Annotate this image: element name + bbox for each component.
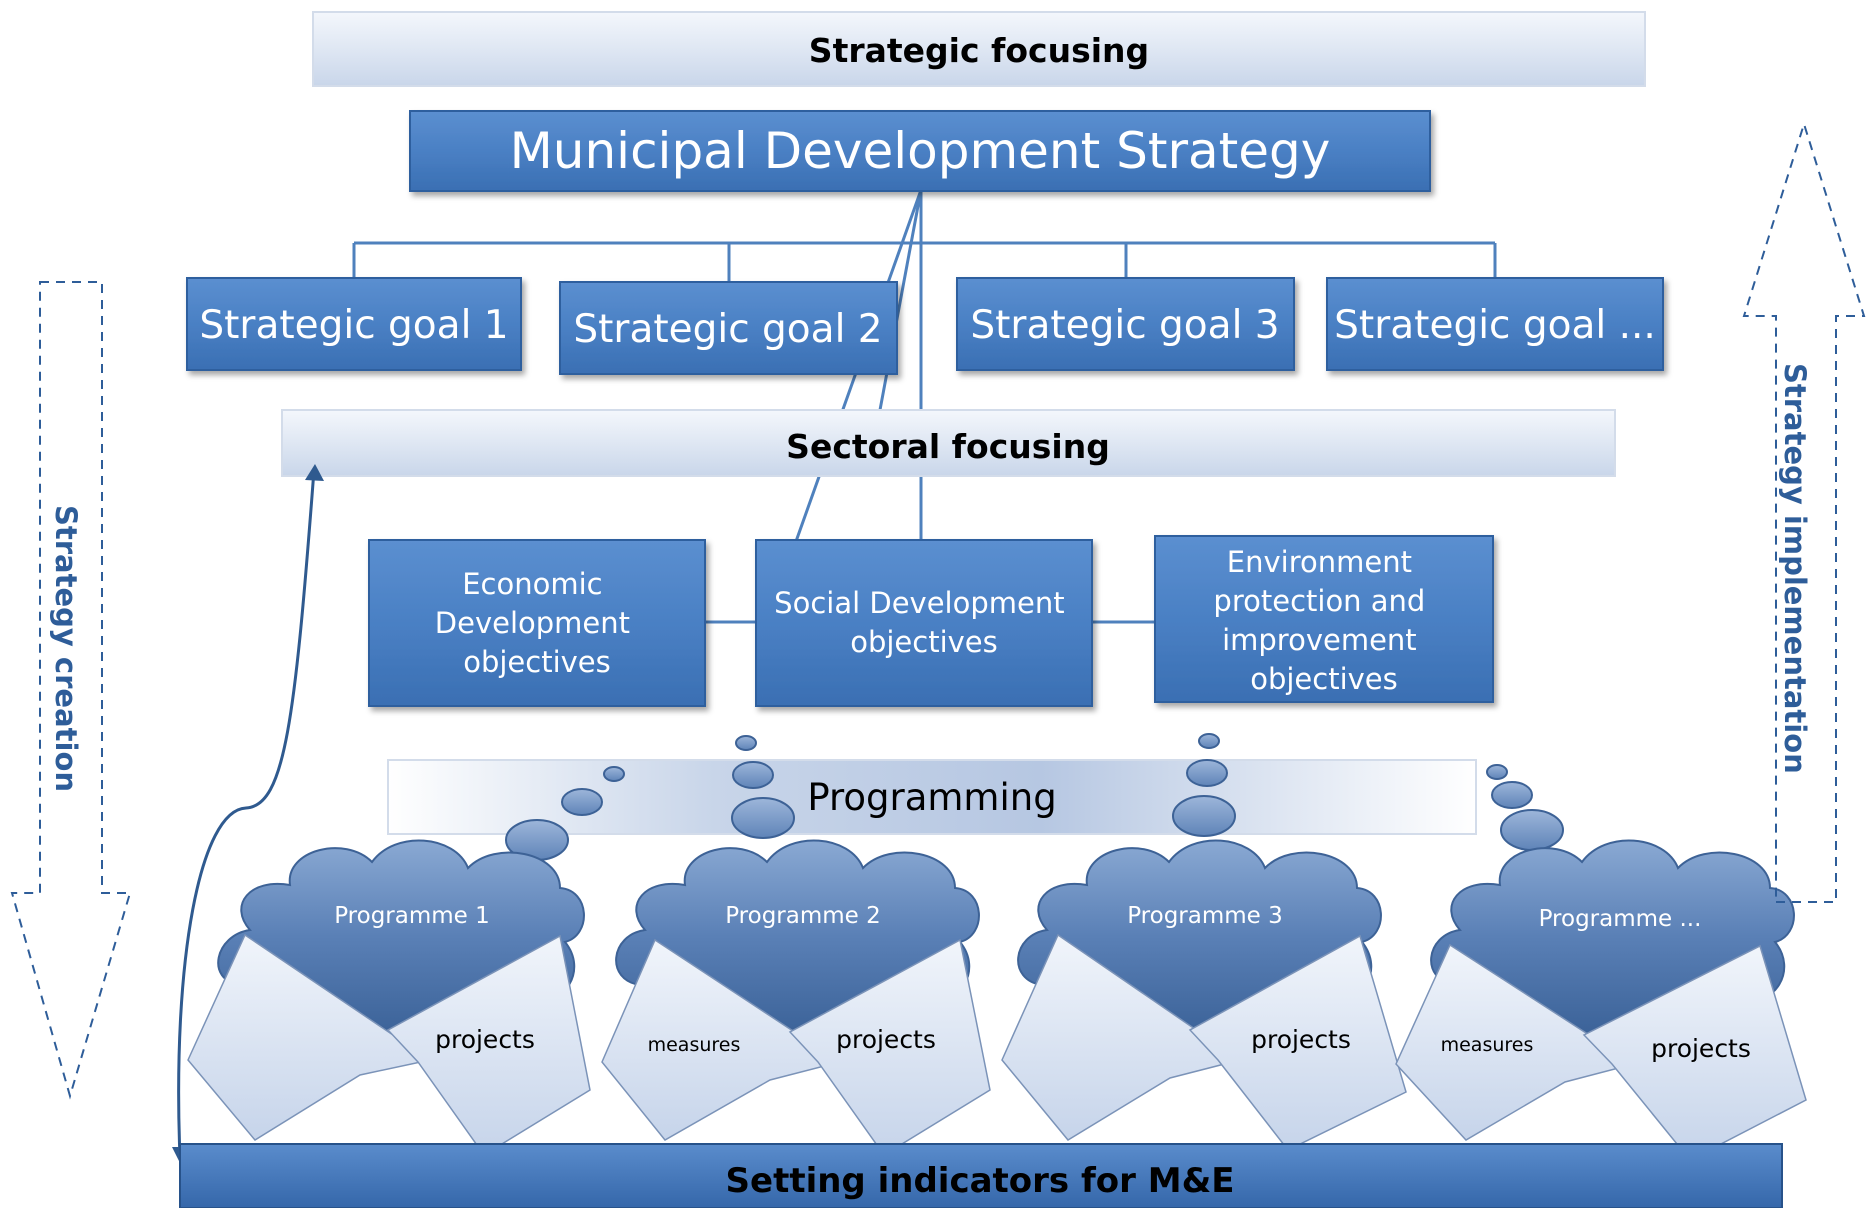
programme-group-3: Programme 3 projects (1001, 839, 1407, 1151)
measures-label-2: measures (648, 1034, 741, 1056)
goal-label-3: Strategic goal 3 (970, 303, 1279, 348)
goal-label-1: Strategic goal 1 (199, 303, 508, 348)
programme-label-4: Programme ... (1539, 906, 1702, 932)
programme-label-2: Programme 2 (725, 903, 881, 929)
objective-label-economic: Economic Development objectives (435, 567, 639, 679)
measures-callout-2 (601, 938, 842, 1141)
goal-box-1 (186, 277, 522, 371)
measures-callout-3 (1001, 933, 1242, 1141)
strategy-implementation-arrow (1742, 120, 1866, 903)
goal-box-4 (1326, 277, 1664, 371)
strategic-focusing-label: Strategic focusing (809, 31, 1149, 70)
objective-box-economic (368, 539, 706, 707)
sector-objectives: Economic Development objectives Social D… (368, 535, 1494, 707)
municipal-strategy-box (409, 110, 1431, 192)
sectoral-focusing-label: Sectoral focusing (786, 427, 1110, 466)
strategy-creation-label: Strategy creation (49, 505, 83, 792)
projects-label-1: projects (435, 1025, 535, 1054)
objective-box-environment (1154, 535, 1494, 703)
programme-group-1: Programme 1 projects (187, 839, 591, 1157)
programme-label-1: Programme 1 (334, 903, 490, 929)
goal-label-2: Strategic goal 2 (573, 307, 882, 352)
objective-label-social: Social Development objectives (774, 586, 1074, 659)
strategic-goals: Strategic goal 1 Strategic goal 2 Strate… (186, 277, 1664, 375)
goal-label-4: Strategic goal ... (1334, 303, 1656, 348)
projects-label-3: projects (1251, 1025, 1351, 1054)
programming-label: Programming (807, 776, 1056, 819)
projects-callout-3 (1188, 934, 1407, 1151)
projects-callout-1 (386, 934, 591, 1157)
objective-box-social (755, 539, 1093, 707)
strategy-creation-arrow (10, 281, 132, 1100)
thought-bubbles (505, 733, 1564, 861)
measures-label-4: measures (1441, 1034, 1534, 1056)
strategic-focusing-banner (312, 11, 1646, 87)
sectoral-focusing-banner (281, 409, 1616, 477)
footer-label: Setting indicators for M&E (726, 1161, 1235, 1201)
measures-callout-4 (1395, 943, 1636, 1141)
projects-label-4: projects (1651, 1034, 1751, 1063)
programme-label-3: Programme 3 (1127, 903, 1283, 929)
goal-box-2 (559, 281, 898, 375)
programme-group-2: Programme 2 measures projects (601, 839, 991, 1157)
measures-callout-1 (187, 933, 432, 1141)
municipal-strategy-label: Municipal Development Strategy (510, 122, 1331, 180)
objective-label-environment: Environment protection and improvement o… (1213, 545, 1434, 696)
footer-bar (179, 1143, 1783, 1208)
projects-callout-2 (788, 938, 991, 1157)
strategy-implementation-label: Strategy implementation (1778, 363, 1812, 774)
projects-label-2: projects (836, 1025, 936, 1054)
programme-group-4: Programme ... measures projects (1395, 839, 1807, 1161)
feedback-arrow-head-top (305, 464, 324, 481)
goal-box-3 (956, 277, 1295, 371)
feedback-arrow (177, 469, 316, 1159)
